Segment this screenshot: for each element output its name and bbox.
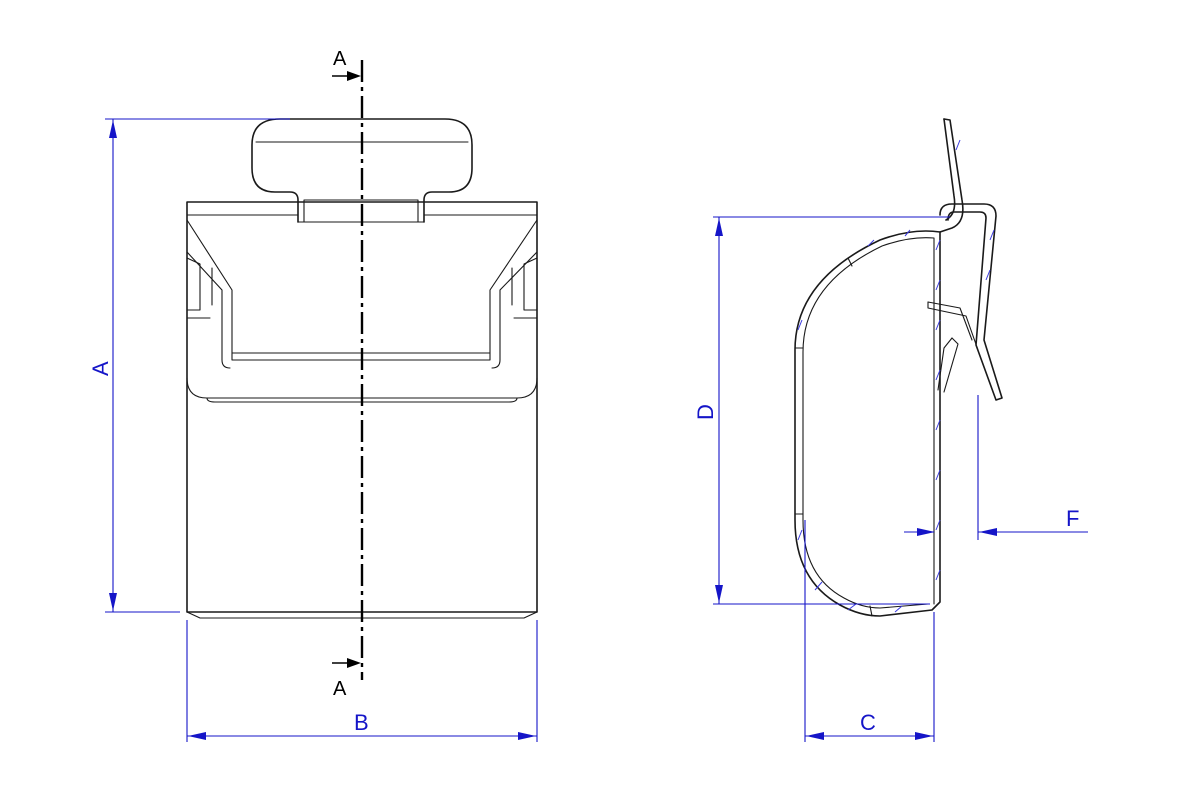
dimension-b-label: B bbox=[354, 710, 369, 735]
section-arrow-top bbox=[332, 71, 361, 81]
dimension-c: C bbox=[804, 520, 935, 742]
front-body bbox=[186, 201, 538, 613]
dimension-c-label: C bbox=[860, 710, 876, 735]
front-view: A A A B bbox=[88, 48, 538, 742]
section-arrow-bottom bbox=[332, 658, 361, 668]
section-label-top: A bbox=[333, 48, 347, 70]
dimension-a-label: A bbox=[88, 361, 113, 376]
dimension-d: D bbox=[693, 216, 950, 605]
dimension-d-label: D bbox=[693, 404, 718, 420]
dimension-b: B bbox=[186, 620, 538, 742]
dimension-f-label: F bbox=[1066, 506, 1079, 531]
dimension-a: A bbox=[88, 118, 290, 613]
side-profile bbox=[794, 230, 941, 617]
side-view: D C F bbox=[693, 118, 1088, 742]
side-hatching bbox=[797, 139, 995, 613]
dimension-f: F bbox=[904, 395, 1088, 540]
side-spring-tongue bbox=[927, 118, 1003, 401]
section-label-bottom: A bbox=[333, 678, 347, 700]
